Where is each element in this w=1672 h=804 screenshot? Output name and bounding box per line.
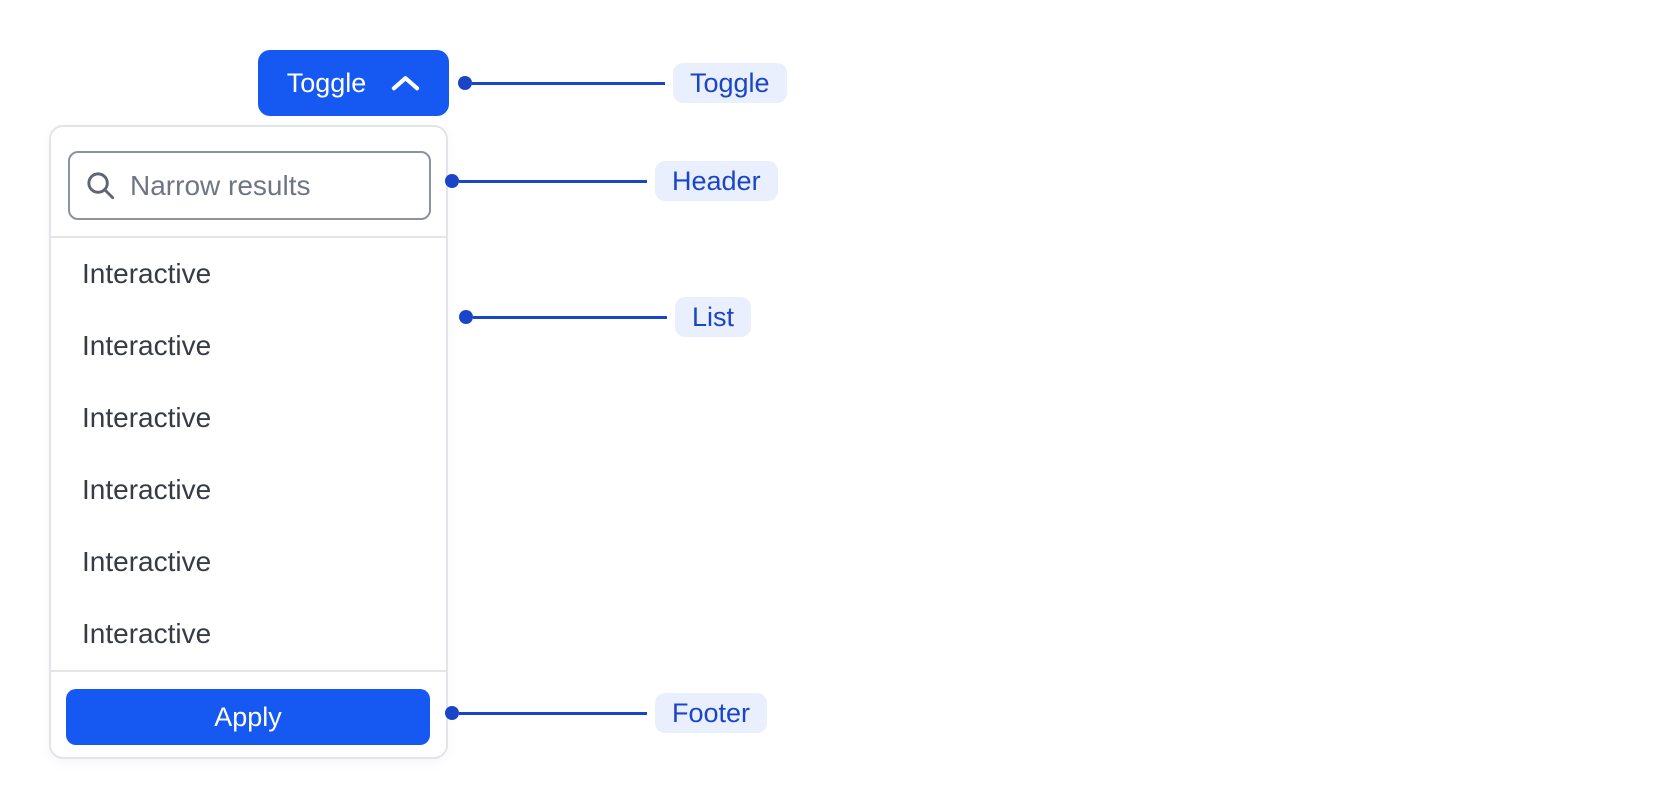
dropdown-list: Interactive Interactive Interactive Inte… <box>51 238 446 672</box>
annotation-dot <box>445 706 459 720</box>
annotation-toggle: Toggle <box>458 63 787 103</box>
list-item[interactable]: Interactive <box>82 546 212 577</box>
annotation-label-footer: Footer <box>655 693 768 733</box>
toggle-button-label: Toggle <box>286 67 367 98</box>
dropdown-header <box>51 127 446 238</box>
annotation-label-list: List <box>675 297 752 337</box>
annotation-line <box>459 711 647 715</box>
annotation-dot <box>458 76 472 90</box>
search-icon <box>87 172 115 200</box>
search-input[interactable] <box>130 169 415 202</box>
annotation-label-toggle: Toggle <box>673 63 787 103</box>
annotation-line <box>473 315 667 319</box>
annotation-line <box>472 81 665 85</box>
apply-button[interactable]: Apply <box>66 689 430 745</box>
annotation-footer: Footer <box>445 693 768 733</box>
list-item[interactable]: Interactive <box>82 618 212 649</box>
list-item[interactable]: Interactive <box>82 474 212 505</box>
annotation-label-header: Header <box>655 161 778 201</box>
annotation-line <box>459 179 647 183</box>
list-item[interactable]: Interactive <box>82 402 212 433</box>
annotation-dot <box>459 310 473 324</box>
list-item[interactable]: Interactive <box>82 258 212 289</box>
annotation-dot <box>445 174 459 188</box>
toggle-button[interactable]: Toggle <box>258 50 449 116</box>
list-item[interactable]: Interactive <box>82 330 212 361</box>
dropdown-panel: Interactive Interactive Interactive Inte… <box>49 125 448 759</box>
search-field[interactable] <box>68 151 431 220</box>
annotation-header: Header <box>445 161 778 201</box>
chevron-up-icon <box>392 76 420 91</box>
annotation-list: List <box>459 297 752 337</box>
dropdown-footer: Apply <box>51 672 446 757</box>
